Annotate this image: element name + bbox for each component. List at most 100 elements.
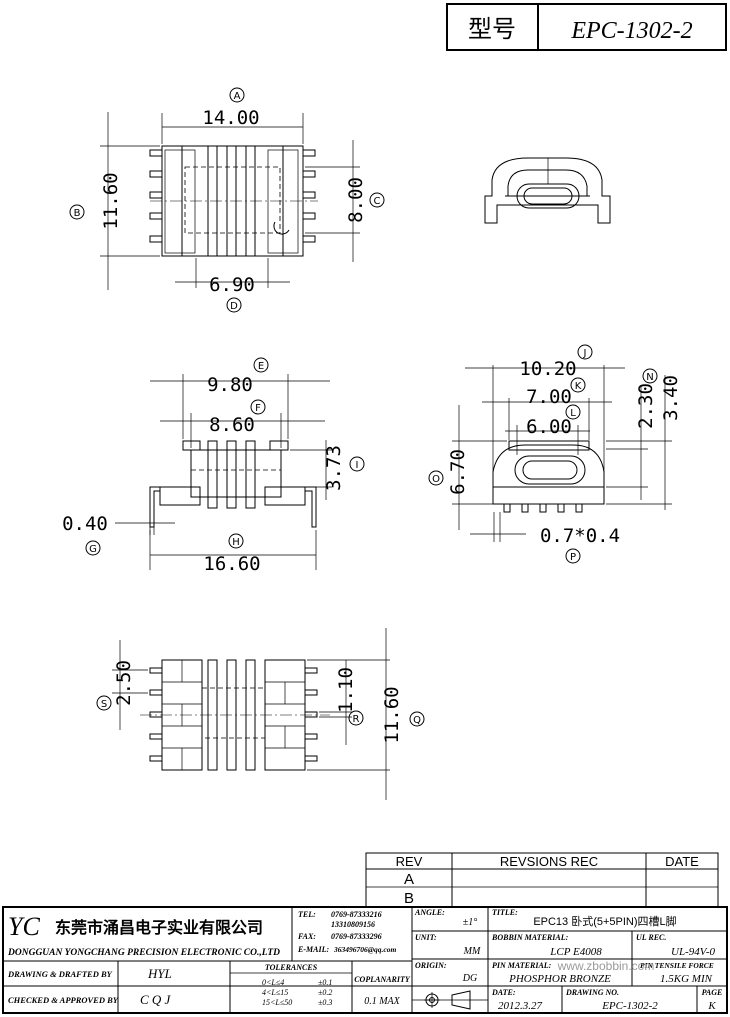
pin-value: PHOSPHOR BRONZE — [508, 973, 611, 985]
email-value: 363496706@qq.com — [333, 945, 396, 954]
origin-label: ORIGIN: — [415, 961, 447, 970]
date-label: DATE: — [491, 988, 516, 997]
bobbin-label: BOBBIN MATERIAL: — [491, 933, 569, 942]
ul-label: UL REC. — [636, 933, 666, 942]
fax-value: 0769-87333296 — [331, 932, 382, 941]
tol-1-range: 0<L≤4 — [262, 978, 284, 987]
tol-3-range: 15<L≤50 — [262, 998, 292, 1007]
dim-s: 2.50 — [113, 660, 135, 706]
tol-2-value: ±0.2 — [318, 988, 332, 997]
dim-j: 10.20 — [519, 358, 576, 380]
marker-i: I — [356, 460, 359, 471]
marker-l: L — [570, 408, 576, 419]
top-view: 14.00 11.60 8.00 6.90 — [100, 107, 367, 296]
dim-r: 1.10 — [335, 667, 357, 713]
rec-header: REVSIONS REC — [500, 854, 598, 869]
watermark: www.zbobbin.com — [557, 959, 655, 973]
marker-p: P — [570, 552, 576, 563]
dim-n: 2.30 — [635, 383, 657, 429]
revision-table: REV REVSIONS REC DATE A B — [365, 852, 719, 908]
dim-k: 7.00 — [526, 386, 572, 408]
tel-1: 0769-87333216 — [331, 910, 382, 919]
marker-o: O — [432, 474, 440, 485]
marker-g: G — [89, 544, 97, 555]
rev-row-b: B — [404, 890, 414, 907]
fax-label: FAX: — [297, 932, 316, 941]
date-header: DATE — [665, 854, 699, 869]
model-header: 型号 EPC-1302-2 — [446, 3, 727, 51]
email-label: E-MAIL: — [297, 945, 329, 954]
dim-b: 11.60 — [100, 172, 122, 229]
title-label: TITLE: — [492, 908, 518, 917]
bobbin-value: LCP E4008 — [549, 946, 602, 958]
callout-markers: A B C D E F G H I J K L N O P Q R S — [69, 87, 658, 727]
tel-label: TEL: — [298, 910, 316, 919]
model-value: EPC-1302-2 — [570, 18, 692, 44]
marker-n: N — [646, 372, 653, 383]
dim-e: 9.80 — [207, 374, 253, 396]
dim-f: 8.60 — [209, 414, 255, 436]
drawing-no-label: DRAWING NO. — [565, 988, 619, 997]
projection-symbol-icon — [424, 990, 471, 1010]
page-value: K — [707, 1000, 716, 1012]
tol-1-value: ±0.1 — [318, 978, 332, 987]
dim-h: 16.60 — [203, 553, 260, 575]
angle-label: ANGLE: — [414, 908, 445, 917]
marker-h: H — [232, 537, 240, 548]
model-label: 型号 — [468, 16, 516, 43]
iso-view — [484, 157, 611, 224]
checked-label: CHECKED & APPROVED BY — [8, 995, 119, 1005]
ul-value: UL-94V-0 — [671, 946, 716, 958]
dim-l: 6.00 — [526, 416, 572, 438]
bottom-view: 2.50 1.10 11.60 — [112, 628, 403, 800]
pin-label: PIN MATERIAL: — [492, 961, 552, 970]
tel-2: 13310809156 — [331, 920, 375, 929]
marker-e: E — [258, 361, 264, 372]
unit-value: MM — [463, 946, 481, 957]
marker-r: R — [353, 714, 360, 725]
dim-g: 0.40 — [62, 513, 108, 535]
dim-m: 3.40 — [660, 375, 682, 421]
tolerances-label: TOLERANCES — [265, 963, 318, 972]
company-en: DONGGUAN YONGCHANG PRECISION ELECTRONIC … — [7, 948, 280, 958]
dim-o: 6.70 — [447, 449, 469, 495]
page-label: PAGE — [702, 988, 723, 997]
tol-3-value: ±0.3 — [318, 998, 332, 1007]
origin-value: DG — [462, 973, 477, 984]
front-view: 9.80 8.60 3.73 0.40 16.60 — [62, 374, 345, 575]
marker-b: B — [74, 208, 81, 219]
coplanarity-value: 0.1 MAX — [364, 996, 400, 1007]
unit-label: UNIT: — [415, 933, 437, 942]
date-value: 2012.3.27 — [498, 1000, 543, 1012]
tensile-value: 1.5KG MIN — [660, 973, 713, 985]
drawn-value: HYL — [147, 966, 172, 981]
marker-s: S — [101, 699, 107, 710]
marker-d: D — [230, 301, 238, 312]
tensile-label: PIN TENSILE FORCE — [640, 961, 714, 970]
dim-c: 8.00 — [345, 177, 367, 223]
marker-q: Q — [413, 715, 421, 726]
coplanarity-label: COPLANARITY — [354, 975, 411, 984]
marker-a: A — [234, 91, 241, 102]
marker-k: K — [575, 381, 582, 392]
dim-i: 3.73 — [323, 445, 345, 491]
company-logo: YC — [8, 912, 40, 941]
tol-2-range: 4<L≤15 — [262, 988, 288, 997]
marker-c: C — [374, 196, 381, 207]
dim-q: 11.60 — [381, 686, 403, 743]
dim-a: 14.00 — [202, 107, 259, 129]
marker-j: J — [583, 348, 587, 359]
title-block: YC 东莞市涌昌电子实业有限公司 DONGGUAN YONGCHANG PREC… — [2, 906, 728, 1014]
checked-value: C Q J — [140, 992, 172, 1007]
end-view: 10.20 7.00 6.00 2.30 3.40 6.70 0.7*0.4 — [447, 358, 682, 547]
title-value: EPC13 卧式(5+5PIN)四槽L脚 — [533, 914, 676, 928]
rev-row-a: A — [404, 871, 414, 888]
drawing-no-value: EPC-1302-2 — [601, 1000, 658, 1012]
company-cn: 东莞市涌昌电子实业有限公司 — [55, 918, 263, 937]
dim-p: 0.7*0.4 — [540, 525, 620, 547]
dim-d: 6.90 — [209, 274, 255, 296]
rev-header: REV — [396, 854, 423, 869]
angle-value: ±1° — [463, 917, 478, 928]
